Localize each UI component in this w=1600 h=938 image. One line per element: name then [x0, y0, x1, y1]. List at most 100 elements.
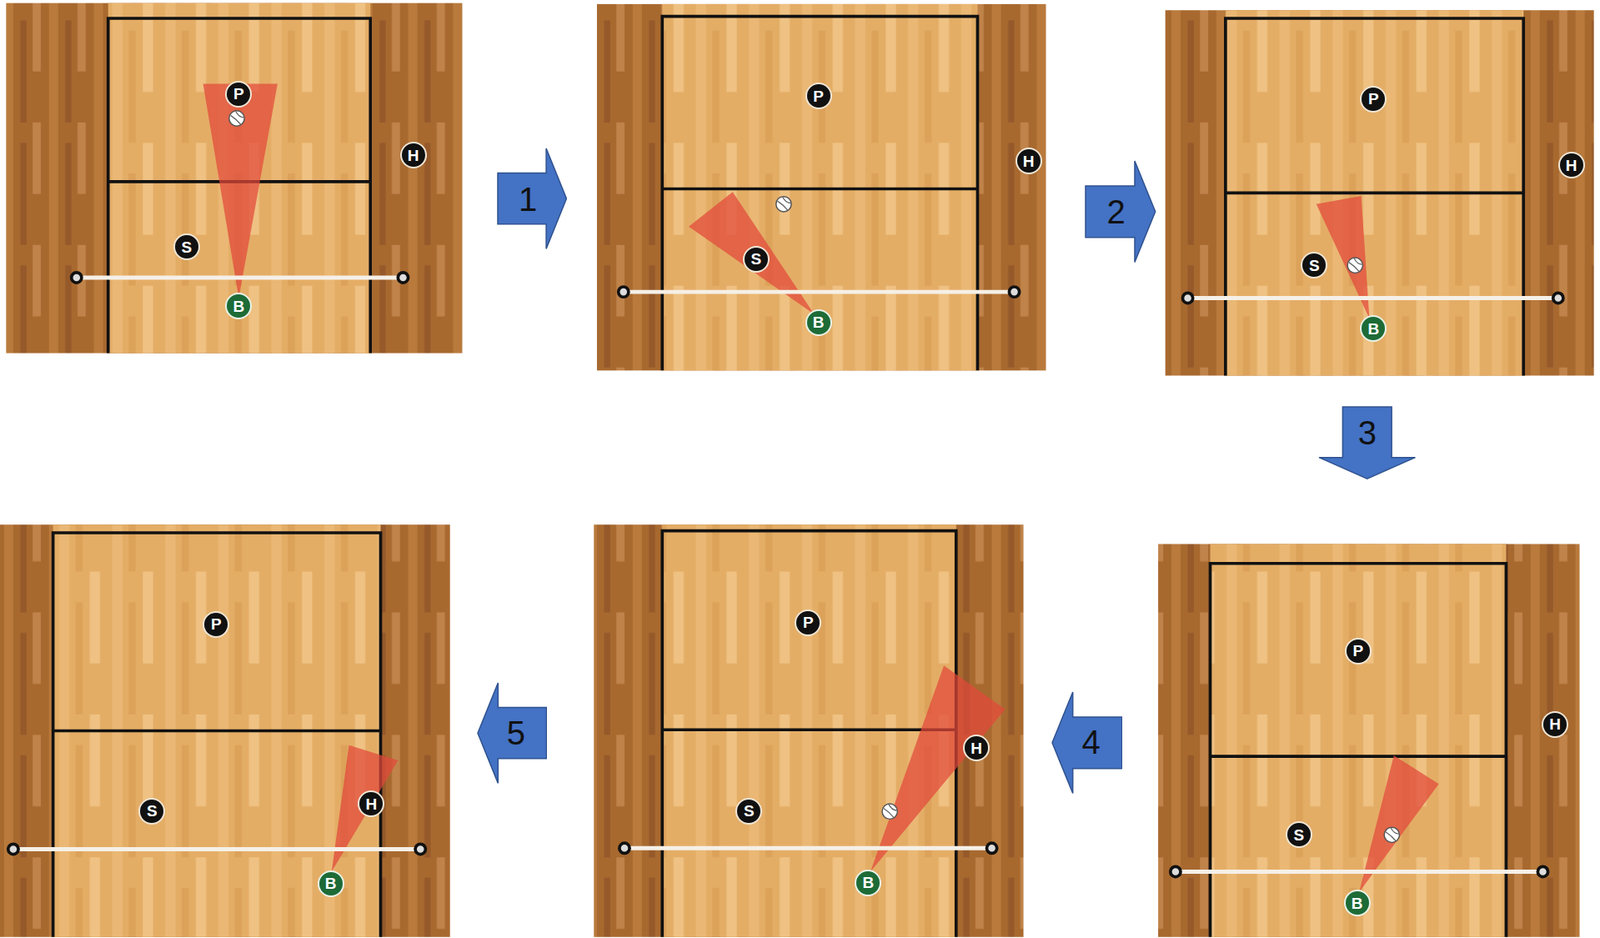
volleyball — [1384, 827, 1400, 843]
player-marker: S — [138, 797, 166, 825]
floor-outside — [593, 524, 1024, 938]
player-letter: P — [812, 88, 824, 105]
attack-line — [1209, 754, 1506, 758]
player-letter: H — [1565, 157, 1578, 174]
volleyball — [229, 110, 245, 126]
step-number: 1 — [518, 182, 537, 216]
court-floor — [662, 524, 956, 938]
player-letter: H — [1549, 716, 1561, 733]
player-marker: H — [400, 141, 427, 169]
player-letter: B — [325, 875, 337, 892]
net — [76, 275, 404, 281]
attack-line — [1225, 191, 1524, 196]
player-marker: H — [963, 734, 990, 762]
player-letter: S — [743, 802, 755, 819]
court-floor — [1209, 543, 1506, 937]
step-number: 2 — [1107, 195, 1126, 229]
court-floor — [1225, 10, 1524, 376]
vision-cone — [203, 83, 278, 298]
net-post — [986, 842, 997, 853]
court-floor — [53, 524, 382, 938]
step-number: 3 — [1358, 416, 1377, 450]
attack-line — [53, 729, 382, 733]
player-letter: P — [802, 614, 814, 631]
court-floor — [662, 4, 978, 371]
vision-cone — [688, 191, 815, 315]
net — [1175, 869, 1544, 874]
floor-outside — [5, 3, 462, 354]
ball-carrier-marker: B — [854, 869, 882, 897]
attack-line — [662, 187, 978, 191]
net — [624, 846, 993, 851]
net-post — [1537, 866, 1548, 877]
arrow-outline — [1319, 406, 1415, 479]
player-letter: B — [1367, 321, 1380, 337]
player-letter: B — [1351, 895, 1364, 912]
player-marker: P — [225, 80, 252, 108]
player-letter: P — [233, 85, 245, 102]
net-post — [619, 842, 630, 853]
vision-cone — [331, 745, 399, 873]
player-marker: P — [794, 609, 822, 637]
arrow-outline — [497, 148, 567, 249]
player-marker: S — [742, 245, 770, 273]
net-post — [397, 272, 408, 283]
player-letter: P — [1353, 642, 1365, 659]
volleyball-seam — [883, 804, 898, 818]
player-marker: S — [1300, 251, 1328, 279]
floor-outside — [1158, 543, 1580, 937]
player-letter: P — [1368, 90, 1380, 107]
court-lines — [662, 531, 956, 938]
court-floor — [108, 3, 372, 354]
net-post — [1182, 292, 1193, 303]
step-arrow: 5 — [476, 682, 547, 784]
net — [13, 847, 421, 852]
net-post — [1553, 292, 1564, 303]
net-post — [8, 843, 19, 854]
net-post — [71, 272, 82, 283]
step-arrow: 4 — [1051, 691, 1124, 795]
volleyball-seam — [1349, 258, 1363, 272]
player-letter: P — [210, 616, 222, 632]
arrow-outline — [1052, 692, 1123, 794]
step-arrow: 1 — [496, 147, 567, 250]
net-post — [1008, 286, 1019, 297]
net-post — [415, 843, 426, 854]
player-letter: H — [1023, 153, 1035, 170]
player-letter: S — [1309, 257, 1320, 274]
ball-carrier-marker: B — [225, 292, 252, 320]
ball-carrier-marker: B — [1344, 889, 1371, 917]
player-marker: P — [1344, 637, 1372, 665]
volleyball-seam — [230, 110, 245, 125]
arrow-outline — [477, 682, 547, 783]
player-marker: P — [1359, 85, 1387, 113]
net — [1188, 295, 1559, 301]
player-marker: P — [202, 611, 230, 638]
player-marker: H — [1541, 711, 1569, 738]
court-lines — [1209, 563, 1506, 938]
player-marker: S — [735, 797, 763, 825]
attack-line — [662, 727, 956, 732]
volleyball-seam — [777, 196, 792, 211]
player-marker: S — [1285, 821, 1313, 848]
arrow-outline — [1085, 160, 1156, 263]
ball-carrier-marker: B — [317, 870, 345, 898]
court-lines — [53, 532, 382, 938]
volleyball-seam — [1385, 827, 1400, 842]
step-number: 5 — [506, 716, 526, 750]
court-lines — [662, 16, 978, 372]
floor-outside — [1165, 10, 1595, 376]
net-post — [1170, 866, 1181, 877]
player-letter: S — [1294, 827, 1305, 843]
player-marker: H — [1015, 147, 1043, 175]
step-number: 4 — [1081, 725, 1100, 759]
volleyball — [882, 803, 898, 819]
floor-outside — [596, 4, 1046, 371]
player-letter: S — [181, 239, 193, 256]
player-letter: B — [862, 874, 875, 891]
floor-outside — [0, 524, 451, 938]
player-marker: S — [173, 233, 201, 261]
ball-carrier-marker: B — [1359, 315, 1387, 342]
step-arrow: 2 — [1084, 160, 1157, 264]
player-letter: H — [970, 740, 983, 757]
